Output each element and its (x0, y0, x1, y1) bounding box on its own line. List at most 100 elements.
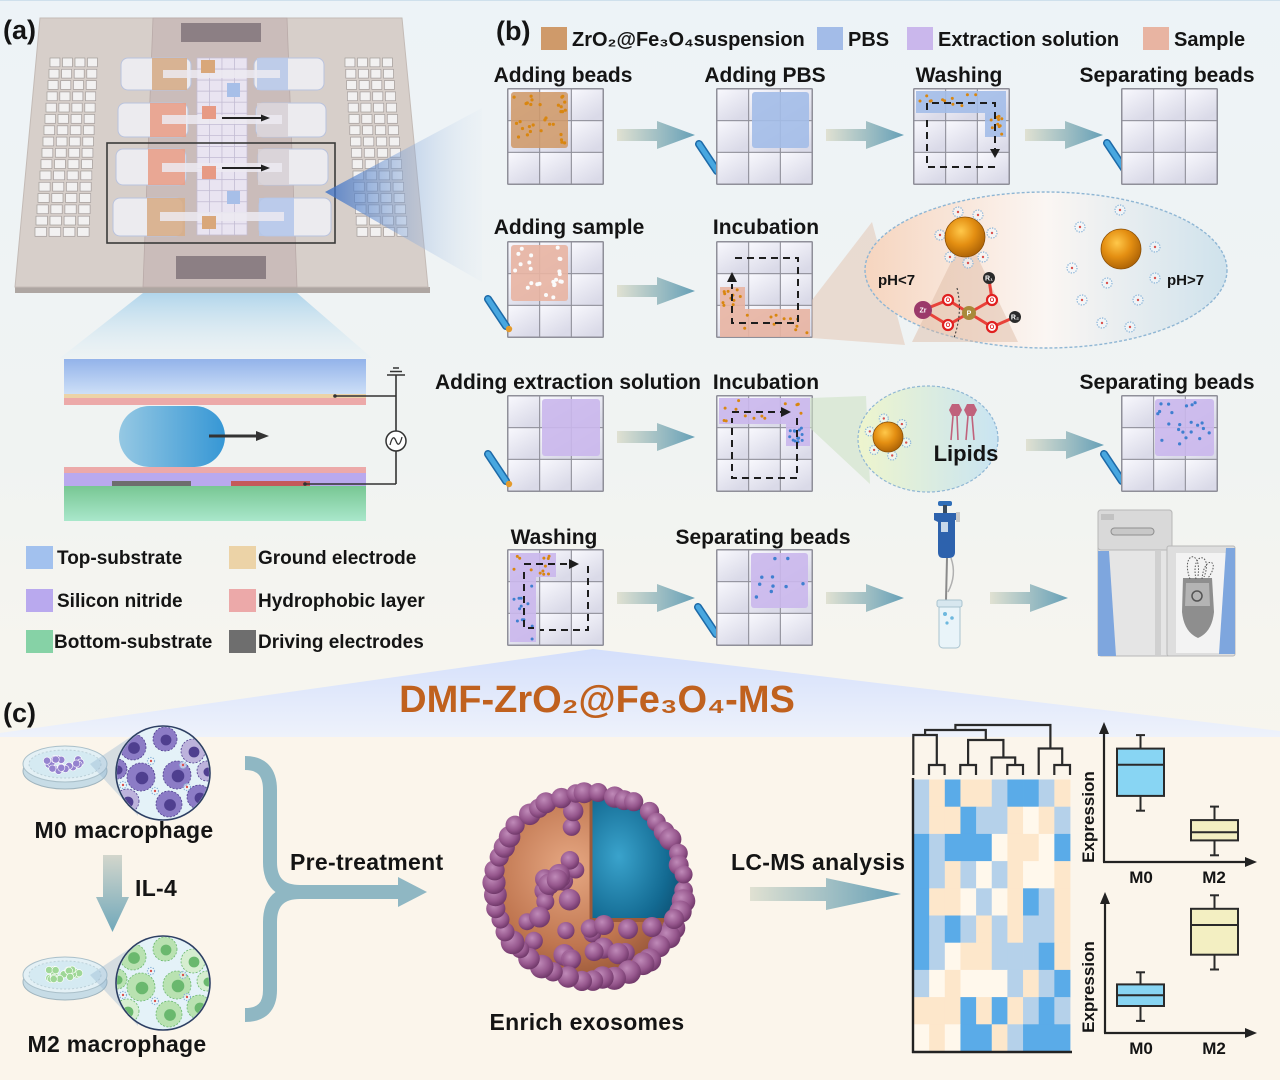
droplet-beads (202, 216, 216, 229)
electrode-pad (35, 215, 48, 226)
surface-protein (674, 865, 693, 884)
exosome-core (181, 973, 185, 977)
particle (965, 93, 969, 97)
fluid-beads (511, 92, 568, 148)
particle (518, 556, 522, 560)
heatmap-cell (960, 861, 977, 889)
y-axis-label: Expression (1079, 771, 1098, 863)
exosome-core (153, 999, 157, 1003)
heatmap-cell (913, 833, 930, 862)
electrode-pad (81, 148, 94, 158)
heatmap-cell (991, 833, 1008, 862)
electrode-pad (39, 170, 52, 181)
electrode-pad (38, 181, 51, 192)
exosome-core (1105, 281, 1109, 285)
channel-electrode (209, 79, 223, 92)
lipid-tails (950, 415, 975, 441)
cell-nucleus (171, 979, 185, 993)
magnified-view-border (115, 725, 211, 821)
exosome-core (1153, 245, 1157, 249)
heatmap-cell (929, 779, 946, 808)
heatmap-cell (1038, 1024, 1055, 1052)
exosome-core (185, 995, 189, 999)
reservoir-row-2 (117, 102, 327, 138)
channel-electrode (221, 124, 235, 136)
surface-protein (664, 909, 684, 929)
electrode-pad (79, 181, 92, 192)
particle (795, 324, 799, 328)
particle (772, 322, 776, 326)
particle (784, 584, 788, 589)
bead-particles (918, 93, 1004, 136)
channel-electrode (196, 190, 210, 203)
particle (528, 266, 533, 271)
release-inset: Lipids (857, 385, 999, 493)
surface-protein (584, 942, 604, 962)
electrode-pad (64, 204, 77, 215)
step-label: Washing (511, 526, 598, 549)
electrode-pad (371, 80, 383, 90)
y-axis-arrowhead-icon (1099, 722, 1109, 734)
atom-label: O (990, 325, 995, 331)
y-axis-arrowhead-icon (1100, 892, 1110, 904)
particle (997, 114, 1001, 118)
particle (732, 298, 736, 302)
heatmap-cell (913, 806, 930, 835)
x-axis-arrowhead-icon (1245, 1028, 1257, 1038)
motion-arrow-icon (222, 114, 270, 122)
particle (1181, 430, 1185, 434)
electrode-pad (55, 148, 67, 158)
heatmap-cell (976, 833, 993, 862)
atom-label: O (990, 298, 995, 304)
electrode-array-left (34, 57, 98, 237)
legend-swatch (907, 27, 933, 50)
particle (723, 292, 727, 296)
lipid-particles (754, 556, 805, 599)
heatmap-cell (913, 779, 930, 808)
zoom-cone (810, 396, 870, 484)
lipid-head (949, 404, 962, 416)
cell (51, 966, 60, 975)
particle (535, 282, 540, 287)
cell-nucleus (203, 977, 209, 987)
exosome-core (181, 763, 185, 767)
heatmap-cell (991, 997, 1008, 1025)
channel-electrode (209, 90, 223, 103)
electrode-pad (372, 91, 384, 102)
heatmap-cells (913, 779, 1071, 1052)
heatmap-cell (929, 997, 946, 1025)
heatmap-cell (1038, 915, 1055, 944)
surface-protein (624, 792, 644, 812)
particle (1193, 401, 1197, 405)
cell-cluster (45, 965, 83, 983)
box-m0 (1116, 747, 1165, 797)
cell (48, 764, 57, 773)
particle (559, 132, 563, 137)
particle (731, 303, 735, 307)
panel-b: (b) ZrO₂@Fe₃O₄suspension PBS Extraction … (435, 16, 1255, 657)
exosome-core (956, 210, 960, 214)
m0-label: M0 macrophage (34, 817, 213, 843)
heatmap-cell (991, 861, 1008, 889)
electrode-pad (42, 136, 55, 147)
transport-channel (162, 115, 282, 124)
particle (513, 268, 518, 273)
exosome-core (1080, 298, 1084, 302)
droplet-path (540, 566, 589, 631)
particle (551, 122, 555, 126)
channel-electrode (196, 201, 210, 214)
surface-protein (535, 792, 557, 814)
electrode-pad (65, 193, 78, 203)
particle (735, 288, 739, 292)
particle (996, 122, 1000, 126)
channel-electrode (196, 135, 210, 147)
electrode-pad (355, 215, 368, 226)
particle (524, 102, 528, 106)
electrode-pad (66, 181, 78, 192)
zro2-fe3o4-bead (944, 216, 986, 258)
electrode-pad (49, 57, 61, 68)
exosome-core (900, 422, 904, 426)
heatmap-cell (944, 915, 961, 944)
electrode-pad (69, 136, 81, 147)
particle (773, 556, 777, 561)
